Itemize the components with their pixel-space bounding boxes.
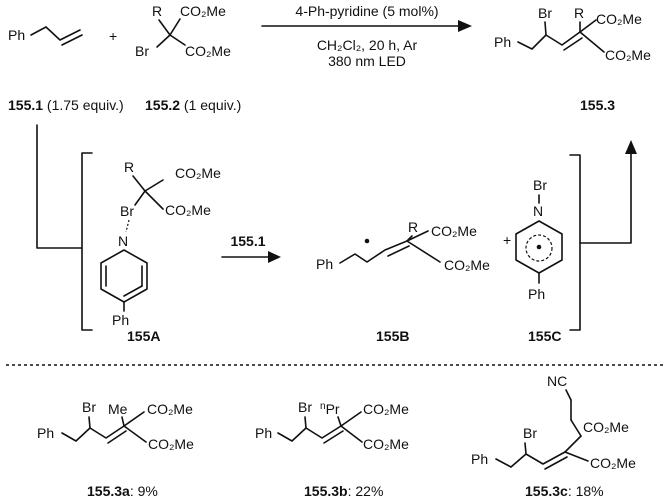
connector-right-arrowhead: [625, 140, 637, 154]
example-155-3c: NC Ph Br CO₂Me CO₂Me 155.3c: 18%: [471, 373, 636, 499]
complexA-ester-top: CO₂Me: [175, 165, 221, 181]
bracket-right: [569, 154, 581, 331]
reagent2-ester-bottom: CO₂Me: [185, 43, 231, 59]
ex-b-label: 155.3b: 22%: [304, 483, 383, 499]
complexA-pyridine-ring: [100, 249, 148, 303]
plus-sign-top: +: [109, 28, 117, 44]
label-155-3: 155.3: [580, 97, 615, 113]
bromomalonate-structure: R Br CO₂Me CO₂Me: [135, 3, 231, 59]
radicalC-br: Br: [533, 177, 547, 193]
product-br: Br: [538, 5, 552, 21]
ex-c-nc: NC: [547, 373, 567, 389]
connector-left: [36, 124, 83, 249]
complexA-ph: Ph: [112, 312, 129, 328]
label-155A: 155A: [127, 328, 160, 344]
radical-155B: Ph R CO₂Me CO₂Me 155B: [316, 219, 490, 344]
ex-c-ester-bottom: CO₂Me: [590, 455, 636, 471]
product-r: R: [574, 5, 584, 21]
radicalC-ph: Ph: [528, 286, 545, 302]
complexA-ester-bottom: CO₂Me: [165, 202, 211, 218]
ex-a-label: 155.3a: 9%: [87, 483, 158, 499]
product-ester-top: CO₂Me: [596, 11, 642, 27]
ex-b-br: Br: [298, 399, 312, 415]
ex-a-br: Br: [82, 399, 96, 415]
condition-light: 380 nm LED: [328, 53, 406, 69]
ex-c-ester-top: CO₂Me: [583, 419, 629, 435]
complexA-br: Br: [120, 203, 134, 219]
complexA-n: N: [118, 233, 128, 249]
radicalB-ph: Ph: [316, 256, 333, 272]
bracket-left: [81, 152, 93, 331]
example-155-3a: Ph Br Me CO₂Me CO₂Me 155.3a: 9%: [37, 399, 194, 499]
reagent2-ester-top: CO₂Me: [180, 3, 226, 19]
allylbenzene-structure: Ph: [8, 26, 83, 46]
radicalB-r: R: [408, 219, 418, 235]
radicalC-n: N: [533, 203, 543, 219]
reaction-arrow: [261, 20, 472, 32]
label-155B: 155B: [376, 328, 409, 344]
label-155-1: 155.1 (1.75 equiv.): [8, 97, 124, 113]
ex-a-me: Me: [108, 401, 128, 417]
radical-155C: Br N Ph 155C: [515, 177, 563, 344]
label-155C: 155C: [528, 328, 561, 344]
reagent2-br: Br: [135, 43, 149, 59]
mechanism-arrow-label: 155.1: [230, 233, 265, 249]
product-ester-bottom: CO₂Me: [605, 47, 651, 63]
ex-a-ester-top: CO₂Me: [147, 401, 193, 417]
condition-catalyst: 4-Ph-pyridine (5 mol%): [295, 3, 438, 19]
mechanism-arrow: [221, 251, 281, 263]
condition-solvent: CH₂Cl₂, 20 h, Ar: [317, 37, 418, 53]
radicalB-ester-top: CO₂Me: [431, 223, 477, 239]
reagent2-r: R: [152, 3, 162, 19]
complex-155A: R CO₂Me CO₂Me Br N Ph 155A: [100, 159, 221, 344]
radicalB-radical-dot: [364, 238, 370, 244]
product-structure: Ph Br R CO₂Me CO₂Me: [494, 5, 651, 63]
example-155-3b: Ph Br nPr CO₂Me CO₂Me 155.3b: 22%: [255, 399, 409, 499]
radicalB-ester-bottom: CO₂Me: [444, 257, 490, 273]
ex-a-ph: Ph: [37, 425, 54, 441]
allyl-ph-label: Ph: [8, 27, 25, 43]
connector-right: [579, 151, 632, 244]
ex-a-ester-bottom: CO₂Me: [148, 436, 194, 452]
radicalC-radical-dot: [536, 244, 542, 250]
ex-b-ph: Ph: [255, 425, 272, 441]
product-ph: Ph: [494, 34, 511, 50]
ex-c-ph: Ph: [471, 451, 488, 467]
complexA-r: R: [124, 159, 134, 175]
ex-b-ester-top: CO₂Me: [363, 401, 409, 417]
ex-b-ester-bottom: CO₂Me: [363, 436, 409, 452]
plus-sign-mechanism: +: [503, 232, 511, 248]
ex-b-npr: nPr: [320, 401, 340, 417]
radicalC-delocalized-ring: [525, 234, 553, 262]
label-155-2: 155.2 (1 equiv.): [145, 97, 241, 113]
ex-c-br: Br: [523, 425, 537, 441]
ex-c-label: 155.3c: 18%: [525, 483, 604, 499]
